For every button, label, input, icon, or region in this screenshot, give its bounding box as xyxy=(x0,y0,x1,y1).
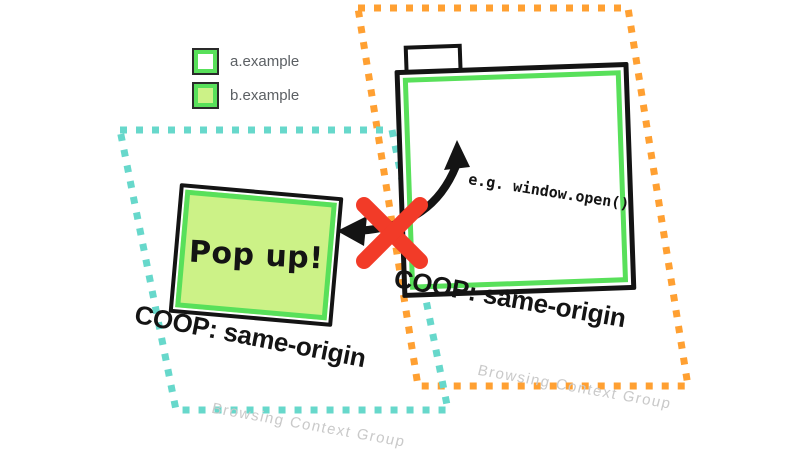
popup-group-label: Browsing Context Group xyxy=(209,400,408,451)
popup-text: Pop up! xyxy=(187,234,325,276)
b-example-swatch xyxy=(194,84,217,107)
legend-item-a: a.example xyxy=(194,50,299,73)
a-example-label: a.example xyxy=(230,53,300,70)
popup-viewport: Pop up! xyxy=(175,189,337,321)
legend: a.example b.example xyxy=(194,50,299,107)
opener-window xyxy=(394,38,637,299)
legend-item-b: b.example xyxy=(194,84,299,107)
b-example-label: b.example xyxy=(230,87,300,104)
popup-window: Pop up! xyxy=(168,183,344,327)
opener-group-label: Browsing Context Group xyxy=(475,362,674,413)
a-example-swatch xyxy=(194,50,217,73)
